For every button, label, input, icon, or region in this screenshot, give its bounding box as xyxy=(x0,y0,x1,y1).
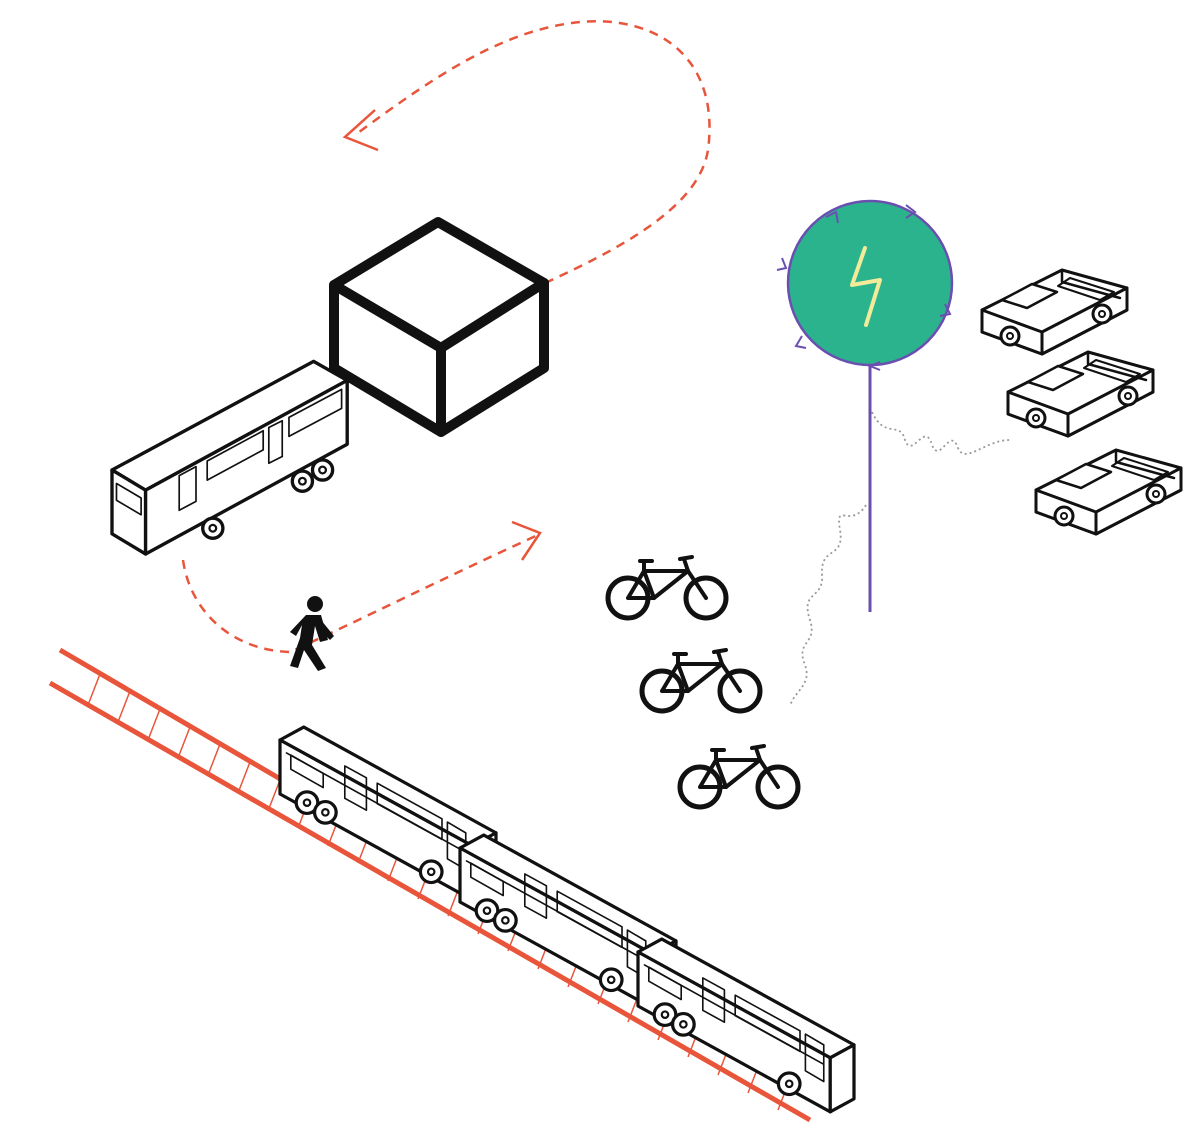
bicycles xyxy=(608,557,798,807)
bicycle-3-icon xyxy=(680,746,798,807)
bicycle-1-icon xyxy=(608,557,726,618)
bicycle-2-icon xyxy=(642,650,760,711)
charging-station xyxy=(776,199,954,612)
bus-convoy xyxy=(278,725,856,1114)
pickup-trucks xyxy=(980,268,1183,536)
pickup-truck-2-icon xyxy=(1006,350,1155,438)
bus-icon xyxy=(110,359,349,556)
return-arrow-head xyxy=(342,109,379,152)
walk-arrow-head xyxy=(511,520,542,561)
pickup-truck-1-icon xyxy=(980,268,1129,356)
walk-route-path xyxy=(181,533,539,654)
rail-track-icon xyxy=(48,647,822,1123)
pickup-truck-3-icon xyxy=(1034,448,1183,536)
charging-cable-to-bikes xyxy=(789,504,867,707)
return-route-path xyxy=(354,20,711,285)
cube-icon xyxy=(329,217,549,437)
charging-cable-to-trucks xyxy=(871,411,1011,455)
lightning-bolt-icon xyxy=(850,246,882,327)
walking-person-icon xyxy=(290,596,334,671)
